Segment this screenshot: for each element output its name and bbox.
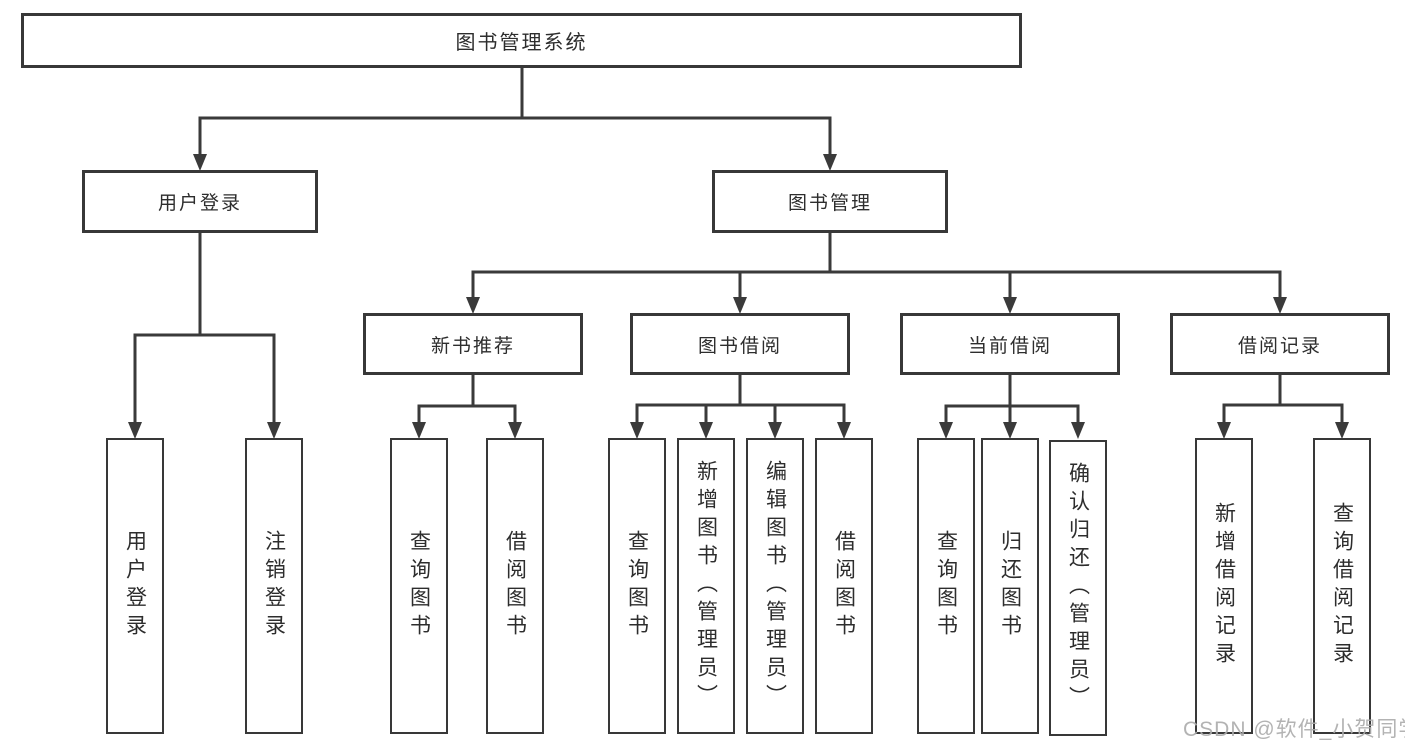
node-user-login: 用户登录 [82, 170, 318, 233]
node-borrowing-records-label: 借阅记录 [1237, 335, 1322, 357]
leaf-borrow-add-books-admin: 新增图书（管理员） [677, 438, 735, 734]
leaf-rec-query-books: 查询图书 [390, 438, 448, 734]
leaf-borrow-query-books-label: 查询图书 [625, 530, 649, 642]
node-book-borrowing: 图书借阅 [630, 313, 850, 375]
leaf-logout-login: 注销登录 [245, 438, 303, 734]
node-current-borrowing-label: 当前借阅 [967, 335, 1052, 357]
node-root-label: 图书管理系统 [455, 32, 588, 54]
leaf-logout-login-label: 注销登录 [262, 530, 286, 642]
node-book-management-label: 图书管理 [787, 193, 872, 214]
leaf-rec-borrow-books-label: 借阅图书 [503, 530, 527, 642]
leaf-current-confirm-return-admin: 确认归还（管理员） [1049, 440, 1107, 736]
leaf-current-return-books: 归还图书 [981, 438, 1039, 734]
leaf-current-confirm-return-admin-label: 确认归还（管理员） [1066, 462, 1090, 714]
node-user-login-label: 用户登录 [157, 193, 242, 214]
leaf-rec-query-books-label: 查询图书 [407, 530, 431, 642]
node-book-borrowing-label: 图书借阅 [697, 335, 782, 357]
leaf-user-login: 用户登录 [106, 438, 164, 734]
node-borrowing-records: 借阅记录 [1170, 313, 1390, 375]
leaf-records-add-record-label: 新增借阅记录 [1212, 502, 1236, 670]
leaf-records-add-record: 新增借阅记录 [1195, 438, 1253, 734]
leaf-records-query-record-label: 查询借阅记录 [1330, 502, 1354, 670]
leaf-borrow-borrow-books-label: 借阅图书 [832, 530, 856, 642]
leaf-records-query-record: 查询借阅记录 [1313, 438, 1371, 734]
leaf-borrow-borrow-books: 借阅图书 [815, 438, 873, 734]
leaf-borrow-add-books-admin-label: 新增图书（管理员） [694, 460, 718, 712]
leaf-current-return-books-label: 归还图书 [998, 530, 1022, 642]
csdn-watermark: CSDN @软件_小贺同学 [1183, 718, 1405, 741]
node-new-book-recommend-label: 新书推荐 [430, 335, 515, 357]
node-book-management: 图书管理 [712, 170, 948, 233]
leaf-borrow-query-books: 查询图书 [608, 438, 666, 734]
node-root: 图书管理系统 [21, 13, 1022, 68]
node-current-borrowing: 当前借阅 [900, 313, 1120, 375]
node-new-book-recommend: 新书推荐 [363, 313, 583, 375]
leaf-user-login-label: 用户登录 [123, 530, 147, 642]
leaf-current-query-books-label: 查询图书 [934, 530, 958, 642]
leaf-borrow-edit-books-admin: 编辑图书（管理员） [746, 438, 804, 734]
leaf-current-query-books: 查询图书 [917, 438, 975, 734]
leaf-borrow-edit-books-admin-label: 编辑图书（管理员） [763, 460, 787, 712]
leaf-rec-borrow-books: 借阅图书 [486, 438, 544, 734]
